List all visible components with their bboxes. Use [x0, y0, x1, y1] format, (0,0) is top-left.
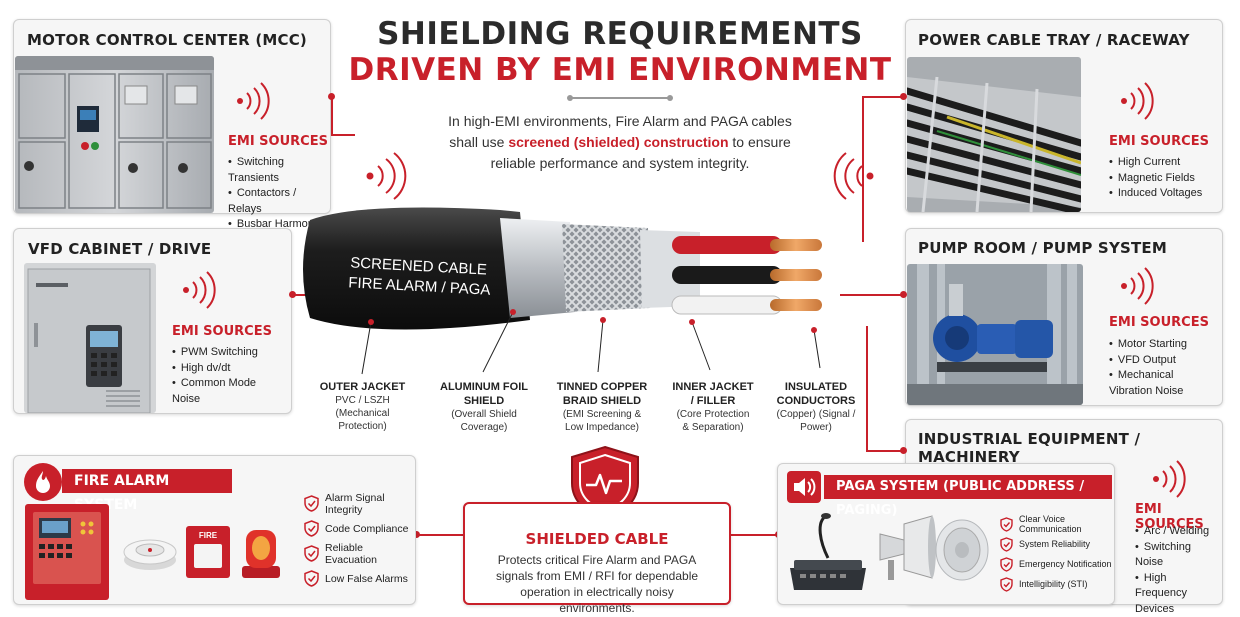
list-item: Emergency Notification [1000, 554, 1114, 574]
panel-tray: POWER CABLE TRAY / RACEWAY EMI SOURCES H… [905, 19, 1223, 213]
list-item: Magnetic Fields [1109, 171, 1202, 187]
intro-text: In high-EMI environments, Fire Alarm and… [440, 111, 800, 174]
fire-alarm-banner: FIRE ALARM SYSTEM [62, 469, 232, 493]
tray-photo [907, 57, 1081, 212]
shield-check-icon [304, 495, 319, 512]
pump-photo [907, 264, 1083, 405]
shielded-cable-title: SHIELDED CABLE [465, 530, 729, 548]
speaker-icon [787, 471, 821, 503]
emi-waves-icon [1120, 80, 1156, 122]
list-item: Induced Voltages [1109, 186, 1202, 202]
shielded-cable-box: SHIELDED CABLE Protects critical Fire Al… [463, 502, 731, 605]
paga-banner: PAGA SYSTEM (PUBLIC ADDRESS / PAGING) [824, 475, 1112, 499]
emi-sources-list: Motor Starting VFD Output Mechanical Vib… [1109, 337, 1214, 399]
shielded-cable-desc: Protects critical Fire Alarm and PAGA si… [487, 552, 707, 616]
paging-microphone-icon [786, 512, 870, 592]
fire-alarm-benefits: Alarm Signal Integrity Code Compliance R… [304, 491, 415, 591]
ceiling-speaker-icon [934, 518, 990, 582]
list-item: Common Mode Noise [172, 376, 282, 407]
list-item: PWM Switching [172, 345, 282, 361]
panel-title: VFD CABINET / DRIVE [28, 240, 211, 258]
flame-icon [24, 463, 62, 501]
panel-paga: PAGA SYSTEM (PUBLIC ADDRESS / PAGING) Cl… [777, 463, 1115, 605]
emi-sources-list: Arc / Welding Switching Noise High Frequ… [1135, 524, 1221, 617]
connector-dot [900, 93, 907, 100]
connector-line [840, 294, 905, 296]
list-item: Clear Voice Communication [1000, 514, 1114, 534]
list-item: High Current [1109, 155, 1202, 171]
strobe-beacon-icon [238, 522, 284, 582]
connector-dot [900, 447, 907, 454]
mcc-photo [15, 56, 214, 213]
title-divider [570, 97, 670, 99]
manual-call-point-icon: FIRE [186, 526, 230, 578]
list-item: Code Compliance [304, 516, 415, 541]
shield-check-icon [304, 545, 319, 562]
shield-check-icon [304, 520, 319, 537]
shield-check-icon [1000, 517, 1013, 532]
emi-sources-heading: EMI SOURCES [228, 134, 328, 149]
horn-speaker-icon [874, 514, 936, 584]
panel-pump: PUMP ROOM / PUMP SYSTEM EMI SOURCES Moto… [905, 228, 1223, 406]
emi-sources-heading: EMI SOURCES [1109, 134, 1209, 149]
list-item: High dv/dt [172, 361, 282, 377]
paga-benefits: Clear Voice Communication System Reliabi… [1000, 514, 1114, 594]
connector-line [331, 134, 355, 136]
cable-leader-lines [300, 300, 840, 380]
list-item: VFD Output [1109, 353, 1214, 369]
smoke-detector-icon [122, 526, 178, 576]
shield-check-icon [1000, 557, 1013, 572]
emi-sources-list: High Current Magnetic Fields Induced Vol… [1109, 155, 1202, 202]
list-item: Switching Noise [1135, 540, 1221, 571]
connector-line [416, 534, 464, 536]
list-item: Alarm Signal Integrity [304, 491, 415, 516]
list-item: Reliable Evacuation [304, 541, 415, 566]
list-item: High Frequency Devices [1135, 571, 1221, 617]
emi-sources-list: PWM Switching High dv/dt Common Mode Noi… [172, 345, 282, 407]
shield-check-icon [304, 570, 319, 587]
list-item: Mechanical Vibration Noise [1109, 368, 1214, 399]
connector-dot [289, 291, 296, 298]
list-item: System Reliability [1000, 534, 1114, 554]
panel-title: PUMP ROOM / PUMP SYSTEM [918, 239, 1167, 257]
emi-waves-icon [1152, 458, 1188, 500]
connector-line [862, 96, 905, 98]
panel-title: MOTOR CONTROL CENTER (MCC) [27, 31, 307, 49]
emi-waves-icon [1120, 265, 1156, 307]
vfd-photo [24, 263, 156, 413]
fire-alarm-panel-image [23, 502, 111, 602]
emi-waves-icon [236, 80, 272, 122]
emi-sources-heading: EMI SOURCES [1109, 315, 1209, 330]
connector-line [331, 96, 333, 134]
shield-check-icon [1000, 537, 1013, 552]
emi-waves-icon [182, 269, 218, 311]
list-item: Arc / Welding [1135, 524, 1221, 540]
panel-fire-alarm: FIRE ALARM SYSTEM FIRE Alarm Signal Inte… [13, 455, 416, 605]
list-item: Low False Alarms [304, 566, 415, 591]
call-point-label: FIRE [186, 531, 230, 540]
layer-aluminum-foil: ALUMINUM FOIL SHIELD(Overall Shield Cove… [438, 380, 530, 434]
intro-highlight: screened (shielded) construction [508, 134, 728, 150]
panel-mcc: MOTOR CONTROL CENTER (MCC) EMI SOURCES S… [13, 19, 331, 214]
panel-title: POWER CABLE TRAY / RACEWAY [918, 31, 1190, 49]
layer-conductors: INSULATED CONDUCTORS(Copper) (Signal / P… [776, 380, 856, 434]
panel-vfd: VFD CABINET / DRIVE EMI SOURCES PWM Swit… [13, 228, 292, 414]
layer-copper-braid: TINNED COPPER BRAID SHIELD(EMI Screening… [554, 380, 650, 434]
connector-dot [900, 291, 907, 298]
connector-dot [328, 93, 335, 100]
list-item: Switching Transients [228, 155, 330, 186]
connector-line [866, 326, 868, 450]
layer-inner-jacket: INNER JACKET / FILLER(Core Protection & … [672, 380, 754, 434]
connector-line [730, 534, 778, 536]
emi-sources-heading: EMI SOURCES [172, 324, 272, 339]
list-item: Motor Starting [1109, 337, 1214, 353]
list-item: Intelligibility (STI) [1000, 574, 1114, 594]
shield-check-icon [1000, 577, 1013, 592]
